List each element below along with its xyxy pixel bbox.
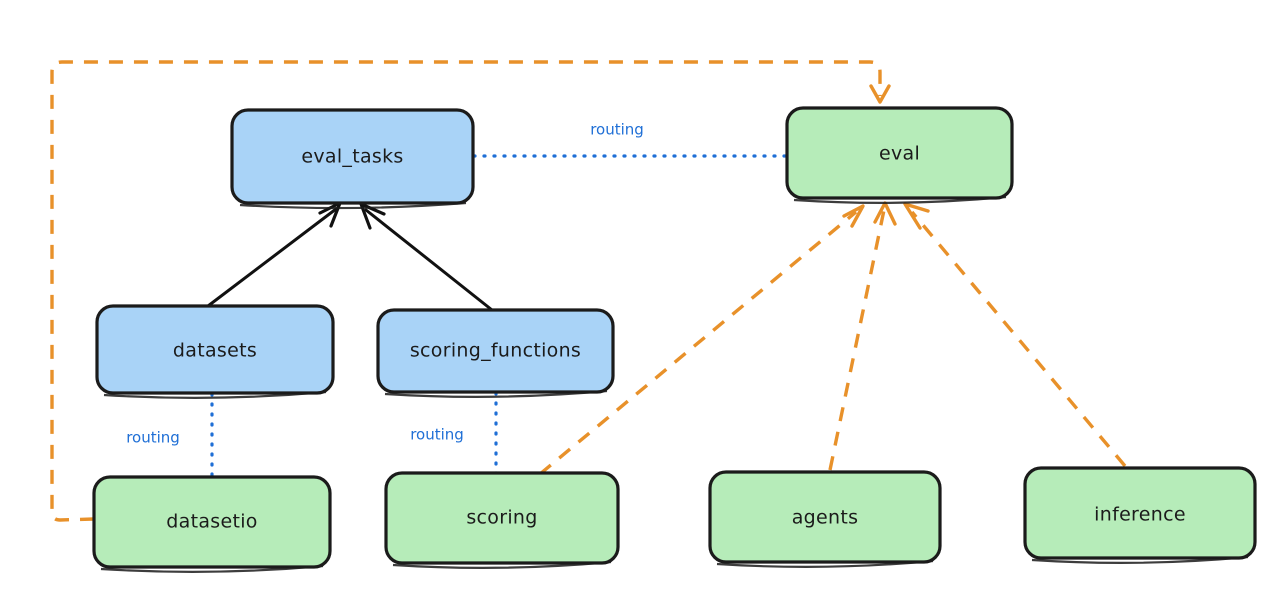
nodes-group: eval_tasks eval datasets scoring_functio… bbox=[92, 106, 1257, 573]
edge-labels-group: routing routing routing bbox=[126, 121, 644, 447]
node-eval_tasks-label: eval_tasks bbox=[301, 146, 403, 168]
edge-agents-eval[interactable] bbox=[828, 201, 897, 471]
node-scoring[interactable]: scoring bbox=[384, 471, 620, 569]
node-scoring_functions[interactable]: scoring_functions bbox=[376, 308, 615, 398]
node-agents-label: agents bbox=[792, 507, 859, 529]
node-datasets[interactable]: datasets bbox=[95, 304, 335, 399]
node-eval-label: eval bbox=[879, 143, 920, 165]
node-datasets-label: datasets bbox=[173, 340, 257, 362]
node-datasetio[interactable]: datasetio bbox=[92, 475, 332, 573]
solid-edges-group bbox=[206, 201, 494, 312]
node-scoring-label: scoring bbox=[466, 507, 537, 529]
node-eval_tasks[interactable]: eval_tasks bbox=[230, 108, 475, 210]
edge-datasets-eval_tasks[interactable] bbox=[206, 201, 342, 308]
node-datasetio-label: datasetio bbox=[166, 511, 257, 533]
node-inference-label: inference bbox=[1094, 504, 1186, 526]
edge-scoring-eval[interactable] bbox=[538, 204, 865, 476]
edge-scoring_functions-eval_tasks[interactable] bbox=[359, 202, 494, 312]
node-scoring_functions-label: scoring_functions bbox=[410, 340, 581, 362]
node-eval[interactable]: eval bbox=[785, 106, 1014, 204]
node-agents[interactable]: agents bbox=[708, 470, 942, 568]
edge-label-datasets-routing: routing bbox=[126, 429, 180, 447]
edge-datasetio-eval[interactable] bbox=[50, 60, 891, 522]
node-inference[interactable]: inference bbox=[1023, 466, 1257, 564]
routing-edges-group bbox=[210, 154, 789, 479]
edge-label-scoring-routing: routing bbox=[410, 426, 464, 444]
edge-label-eval-routing: routing bbox=[590, 121, 644, 139]
edge-inference-eval[interactable] bbox=[903, 202, 1127, 468]
